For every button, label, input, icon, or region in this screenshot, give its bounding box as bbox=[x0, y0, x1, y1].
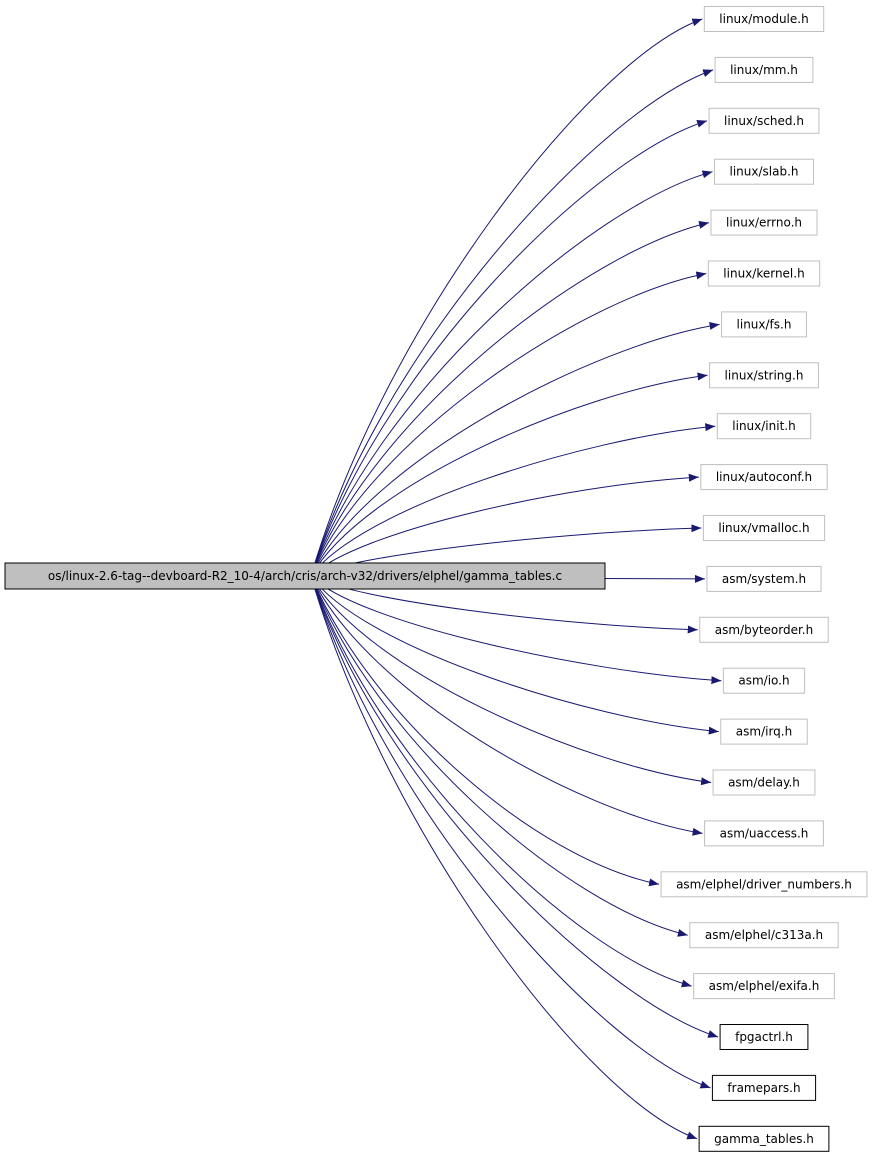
header-node-linux-vmalloc-h[interactable]: linux/vmalloc.h bbox=[702, 515, 826, 541]
header-label-asm-elphel-driver-numbers-h: asm/elphel/driver_numbers.h bbox=[676, 877, 852, 891]
header-label-asm-elphel-exifa-h: asm/elphel/exifa.h bbox=[709, 979, 820, 993]
edge-to-asm-elphel-c313a-h bbox=[310, 575, 688, 937]
header-node-linux-fs-h[interactable]: linux/fs.h bbox=[721, 311, 807, 338]
header-node-fpgactrl-h[interactable]: fpgactrl.h bbox=[719, 1024, 809, 1050]
header-label-linux-vmalloc-h: linux/vmalloc.h bbox=[718, 521, 809, 535]
source-file-label: os/linux-2.6-tag--devboard-R2_10-4/arch/… bbox=[48, 569, 562, 583]
header-node-asm-elphel-exifa-h[interactable]: asm/elphel/exifa.h bbox=[693, 973, 835, 1000]
header-label-linux-fs-h: linux/fs.h bbox=[737, 317, 792, 331]
edge-to-linux-module-h bbox=[310, 18, 703, 577]
header-node-asm-irq-h[interactable]: asm/irq.h bbox=[720, 718, 808, 745]
header-node-linux-kernel-h[interactable]: linux/kernel.h bbox=[707, 260, 821, 287]
header-label-fpgactrl-h: fpgactrl.h bbox=[735, 1030, 793, 1044]
header-node-linux-sched-h[interactable]: linux/sched.h bbox=[708, 107, 820, 134]
edge-to-linux-errno-h bbox=[310, 220, 710, 577]
edge-to-linux-slab-h bbox=[310, 170, 713, 577]
header-label-asm-irq-h: asm/irq.h bbox=[736, 725, 792, 739]
header-label-linux-init-h: linux/init.h bbox=[732, 419, 795, 433]
header-label-linux-autoconf-h: linux/autoconf.h bbox=[716, 470, 812, 484]
header-label-linux-mm-h: linux/mm.h bbox=[730, 63, 798, 77]
header-node-linux-slab-h[interactable]: linux/slab.h bbox=[714, 158, 814, 185]
edge-to-asm-elphel-driver-numbers-h bbox=[310, 575, 660, 887]
edge-to-linux-sched-h bbox=[310, 119, 708, 577]
edge-to-asm-io-h bbox=[310, 575, 722, 685]
edge-to-linux-autoconf-h bbox=[310, 473, 699, 577]
edge-to-asm-delay-h bbox=[310, 575, 712, 786]
edge-to-fpgactrl-h bbox=[310, 575, 719, 1038]
header-label-asm-byteorder-h: asm/byteorder.h bbox=[715, 623, 813, 637]
header-label-gamma-tables-h: gamma_tables.h bbox=[714, 1132, 814, 1146]
header-node-asm-elphel-driver-numbers-h[interactable]: asm/elphel/driver_numbers.h bbox=[660, 871, 868, 898]
header-label-asm-delay-h: asm/delay.h bbox=[728, 776, 800, 790]
header-node-linux-mm-h[interactable]: linux/mm.h bbox=[714, 56, 814, 83]
header-label-asm-uaccess-h: asm/uaccess.h bbox=[720, 826, 809, 840]
header-node-asm-byteorder-h[interactable]: asm/byteorder.h bbox=[699, 616, 829, 643]
header-node-asm-elphel-c313a-h[interactable]: asm/elphel/c313a.h bbox=[689, 922, 839, 949]
edge-to-asm-elphel-exifa-h bbox=[310, 575, 692, 988]
header-node-gamma-tables-h[interactable]: gamma_tables.h bbox=[698, 1125, 830, 1152]
header-nodes: linux/module.h linux/mm.h linux/sched.h lin… bbox=[660, 6, 868, 1152]
header-label-framepars-h: framepars.h bbox=[727, 1081, 800, 1095]
edge-to-linux-init-h bbox=[310, 423, 716, 577]
header-label-linux-module-h: linux/module.h bbox=[719, 12, 808, 26]
header-label-linux-string-h: linux/string.h bbox=[725, 368, 804, 382]
header-label-linux-kernel-h: linux/kernel.h bbox=[723, 267, 804, 281]
header-label-asm-io-h: asm/io.h bbox=[738, 674, 789, 688]
header-label-linux-slab-h: linux/slab.h bbox=[730, 165, 799, 179]
edge-to-linux-kernel-h bbox=[310, 271, 707, 577]
header-node-linux-string-h[interactable]: linux/string.h bbox=[709, 362, 819, 389]
header-label-asm-system-h: asm/system.h bbox=[722, 572, 806, 586]
header-node-asm-io-h[interactable]: asm/io.h bbox=[722, 667, 806, 694]
edge-to-linux-mm-h bbox=[310, 69, 714, 577]
edge-to-asm-irq-h bbox=[310, 575, 719, 735]
edge-to-linux-string-h bbox=[310, 372, 708, 577]
header-node-linux-autoconf-h[interactable]: linux/autoconf.h bbox=[700, 464, 828, 491]
header-node-asm-system-h[interactable]: asm/system.h bbox=[706, 565, 822, 592]
header-node-linux-errno-h[interactable]: linux/errno.h bbox=[710, 209, 818, 236]
header-node-linux-module-h[interactable]: linux/module.h bbox=[703, 6, 825, 32]
edge-to-asm-uaccess-h bbox=[310, 575, 703, 836]
header-node-asm-uaccess-h[interactable]: asm/uaccess.h bbox=[704, 820, 824, 847]
header-node-asm-delay-h[interactable]: asm/delay.h bbox=[712, 769, 816, 796]
edge-to-gamma-tables-h bbox=[310, 575, 698, 1140]
header-label-asm-elphel-c313a-h: asm/elphel/c313a.h bbox=[705, 928, 823, 942]
source-file-node[interactable]: os/linux-2.6-tag--devboard-R2_10-4/arch/… bbox=[4, 562, 606, 590]
header-label-linux-sched-h: linux/sched.h bbox=[724, 114, 804, 128]
header-node-framepars-h[interactable]: framepars.h bbox=[711, 1074, 817, 1101]
header-node-linux-init-h[interactable]: linux/init.h bbox=[716, 413, 812, 440]
edge-to-linux-fs-h bbox=[310, 322, 720, 577]
header-label-linux-errno-h: linux/errno.h bbox=[726, 216, 802, 230]
edge-to-framepars-h bbox=[310, 575, 711, 1089]
